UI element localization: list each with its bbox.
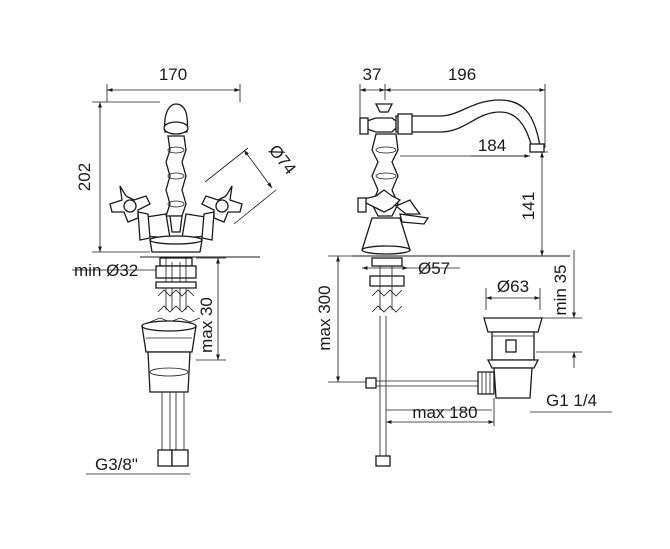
deck-thickness-label: max 30	[197, 297, 216, 353]
side-view: 37 196 184 141	[315, 65, 612, 467]
rod-length-label: max 300	[315, 285, 334, 350]
spout-reach-label: 196	[448, 65, 476, 84]
base-diameter-label: Ø57	[418, 259, 450, 278]
waste-height-label: min 35	[551, 264, 570, 315]
rear-offset-label: 37	[363, 65, 382, 84]
front-height-label: 202	[75, 163, 94, 191]
waste-diameter-label: Ø63	[497, 277, 529, 296]
front-view: 170 202 Ø74	[72, 65, 300, 475]
rod-reach-label: max 180	[412, 403, 477, 422]
spout-height-label: 141	[519, 192, 538, 220]
front-width-label: 170	[159, 65, 187, 84]
hole-diameter-label: min Ø32	[74, 261, 138, 280]
thread-label: G3/8"	[95, 455, 138, 474]
handle-diameter-label: Ø74	[265, 141, 300, 178]
spout-inner-label: 184	[478, 136, 506, 155]
waste-thread-label: G1 1/4	[546, 391, 597, 410]
